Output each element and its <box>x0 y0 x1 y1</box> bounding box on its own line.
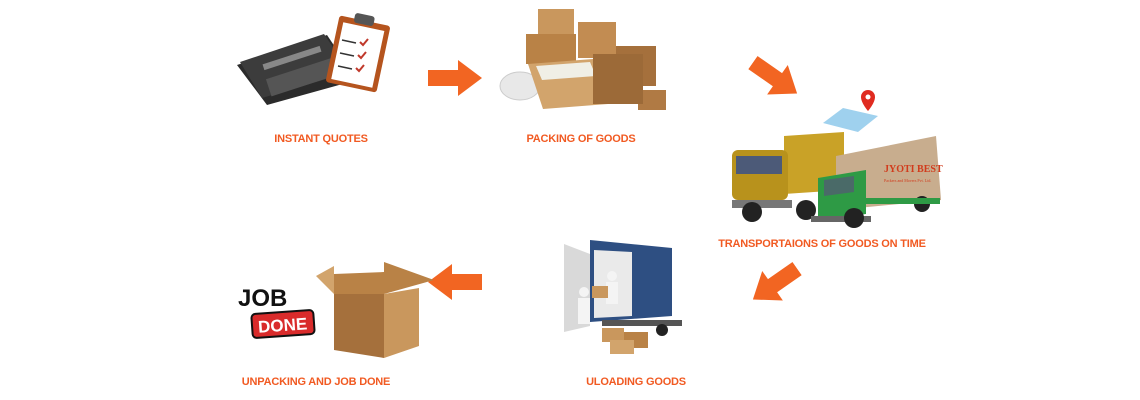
arrow-left-icon <box>428 264 482 300</box>
step-label-packing-of-goods: PACKING OF GOODS <box>526 133 636 145</box>
truck-brand-name: JYOTI BEST <box>884 164 943 175</box>
step-label-transportation: TRANSPORTAIONS OF GOODS ON TIME <box>718 238 926 250</box>
step-label-unloading-goods: ULOADING GOODS <box>586 376 686 388</box>
unloading-truck-icon <box>564 240 682 354</box>
open-box-icon: JOB DONE <box>238 262 434 358</box>
arrow-right-icon <box>428 60 482 96</box>
arrow-down-right-icon <box>748 55 798 95</box>
step-label-instant-quotes: INSTANT QUOTES <box>274 133 368 145</box>
job-text: JOB <box>238 285 287 312</box>
trucks-icon: JYOTI BEST Packers and Movers Pvt. Ltd. <box>732 132 943 228</box>
step-label-unpacking-job-done: UNPACKING AND JOB DONE <box>241 376 391 388</box>
calculator-clipboard-icon <box>237 13 390 105</box>
map-pin-icon <box>823 90 878 132</box>
truck-brand-tagline: Packers and Movers Pvt. Ltd. <box>884 178 931 183</box>
arrow-down-left-icon <box>752 261 802 301</box>
boxes-icon <box>499 9 666 110</box>
done-text: DONE <box>258 314 308 336</box>
